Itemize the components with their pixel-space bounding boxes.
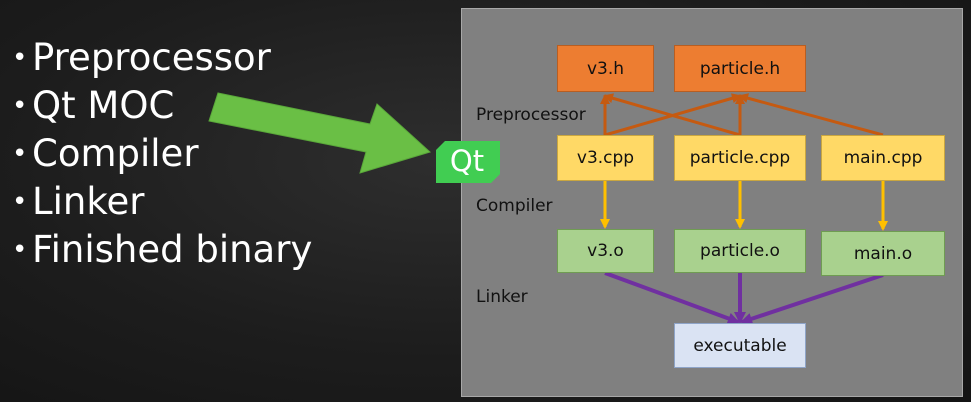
green-arrow-icon: [208, 92, 431, 174]
object-file-box: v3.o: [557, 229, 654, 273]
bullet-item: •Linker: [12, 178, 312, 226]
link-arrow: [604, 271, 740, 325]
bullet-text: Finished binary: [32, 228, 313, 271]
bullet-dot-icon: •: [12, 235, 28, 265]
bullet-text: Preprocessor: [32, 36, 271, 79]
bullet-item: •Compiler: [12, 130, 312, 178]
stage-label-linker: Linker: [476, 287, 528, 307]
stage-label-compiler: Compiler: [476, 196, 553, 216]
qt-logo-text: Qt: [449, 144, 485, 178]
link-arrow: [740, 273, 884, 325]
include-arrow: [603, 93, 741, 137]
bullet-text: Qt MOC: [32, 84, 175, 127]
bullet-item: •Finished binary: [12, 226, 312, 274]
executable-box: executable: [674, 323, 806, 368]
bullet-item: •Preprocessor: [12, 34, 312, 82]
bullet-item: •Qt MOC: [12, 82, 312, 130]
bullet-list: •Preprocessor •Qt MOC •Compiler •Linker …: [12, 34, 312, 274]
header-file-box: particle.h: [674, 45, 806, 92]
object-file-box: particle.o: [674, 229, 806, 273]
bullet-text: Compiler: [32, 132, 199, 175]
include-arrow: [738, 93, 884, 137]
source-file-box: main.cpp: [821, 135, 945, 181]
source-file-box: v3.cpp: [557, 135, 654, 181]
object-file-box: main.o: [821, 231, 945, 276]
qt-logo-icon: [436, 141, 500, 183]
bullet-dot-icon: •: [12, 43, 28, 73]
stage-label-preprocessor: Preprocessor: [476, 105, 586, 125]
bullet-dot-icon: •: [12, 139, 28, 169]
bullet-dot-icon: •: [12, 91, 28, 121]
bullet-dot-icon: •: [12, 187, 28, 217]
header-file-box: v3.h: [557, 45, 654, 92]
bullet-text: Linker: [32, 180, 145, 223]
source-file-box: particle.cpp: [674, 135, 806, 181]
